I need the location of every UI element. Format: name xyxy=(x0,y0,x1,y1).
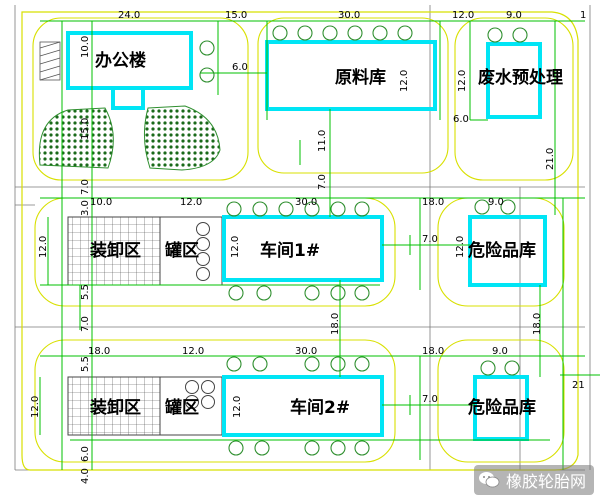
dim-label: 15.0 xyxy=(80,118,91,140)
workshop-2-building xyxy=(222,375,384,437)
green-areas xyxy=(38,105,221,171)
dim-label: 9.0 xyxy=(488,197,504,208)
dim-label: 18.0 xyxy=(88,346,110,357)
dim-label: 12.0 xyxy=(182,346,204,357)
dim-label: 30.0 xyxy=(338,10,360,21)
hazard-store-1-label: 危险品库 xyxy=(467,240,536,261)
workshop-2-label: 车间2# xyxy=(290,397,350,418)
tank-icon-2 xyxy=(185,380,215,409)
dim-label: 10.0 xyxy=(80,36,91,58)
dim-label: 7.0 xyxy=(80,316,91,332)
dim-label: 12.0 xyxy=(455,236,466,258)
wechat-icon xyxy=(478,472,500,488)
tank-area-2-label: 罐区 xyxy=(164,397,199,418)
dim-label: 12.0 xyxy=(457,70,468,92)
dim-label: 11.0 xyxy=(317,130,328,152)
loading-area-1-label: 装卸区 xyxy=(89,240,141,261)
loading-area-2-label: 装卸区 xyxy=(89,397,141,418)
hazard-store-2-building xyxy=(473,375,529,441)
watermark: 橡胶轮胎网 xyxy=(473,465,594,495)
dim-label: 12.0 xyxy=(38,236,49,258)
dim-label: 3.0 xyxy=(80,200,91,216)
hazard-store-2-label: 危险品库 xyxy=(467,397,536,418)
dim-label: 12.0 xyxy=(452,10,474,21)
dim-label: 7.0 xyxy=(422,394,438,405)
tank-area-1-label: 罐区 xyxy=(164,240,199,261)
dim-label: 21.0 xyxy=(545,148,556,170)
stair-icon xyxy=(39,41,61,81)
workshop-1-building xyxy=(222,215,384,282)
dim-label: 7.0 xyxy=(317,174,328,190)
dim-label: 5.5 xyxy=(80,284,91,300)
dim-label: 4.0 xyxy=(80,468,91,484)
dim-label: 10.0 xyxy=(90,197,112,208)
loading-area-2-grid xyxy=(67,376,161,436)
hazard-store-1-building xyxy=(468,215,547,287)
wastewater-building xyxy=(486,42,542,119)
dim-label: 15.0 xyxy=(225,10,247,21)
office-building xyxy=(39,31,193,110)
office-label: 办公楼 xyxy=(95,50,146,71)
watermark-text: 橡胶轮胎网 xyxy=(505,472,586,491)
dimension-labels: 24.0 15.0 30.0 12.0 9.0 1 6.0 6.0 10.0 1… xyxy=(88,10,586,405)
dim-label: 5.5 xyxy=(80,356,91,372)
dim-label: 30.0 xyxy=(295,197,317,208)
tank-icon xyxy=(196,222,210,281)
dim-label: 18.0 xyxy=(422,197,444,208)
dim-label: 12.0 xyxy=(180,197,202,208)
dim-label: 30.0 xyxy=(295,346,317,357)
dim-label: 6.0 xyxy=(232,62,248,73)
dimension-lines xyxy=(39,20,600,470)
workshop-1-label: 车间1# xyxy=(260,240,320,261)
dim-label: 1 xyxy=(580,10,586,21)
dim-label: 21 xyxy=(572,380,585,391)
dim-label: 12.0 xyxy=(230,236,241,258)
dim-label: 9.0 xyxy=(506,10,522,21)
dim-label: 12.0 xyxy=(30,396,41,418)
dim-label: 24.0 xyxy=(118,10,140,21)
dim-label: 18.0 xyxy=(532,313,543,335)
dim-label: 6.0 xyxy=(453,114,469,125)
dim-label: 6.0 xyxy=(80,446,91,462)
dim-label: 18.0 xyxy=(330,313,341,335)
dim-label: 7.0 xyxy=(80,179,91,195)
trees xyxy=(199,25,528,456)
dim-label: 9.0 xyxy=(492,346,508,357)
dim-label: 7.0 xyxy=(422,234,438,245)
road-grid xyxy=(14,5,591,471)
wastewater-label: 废水预处理 xyxy=(478,67,563,88)
dim-label: 12.0 xyxy=(399,70,410,92)
dimension-labels-vertical: 10.0 12.0 12.0 15.0 11.0 7.0 7.0 21.0 3.… xyxy=(30,36,556,484)
raw-store-label: 原料库 xyxy=(335,67,386,88)
dim-label: 18.0 xyxy=(422,346,444,357)
dim-label: 12.0 xyxy=(232,396,243,418)
